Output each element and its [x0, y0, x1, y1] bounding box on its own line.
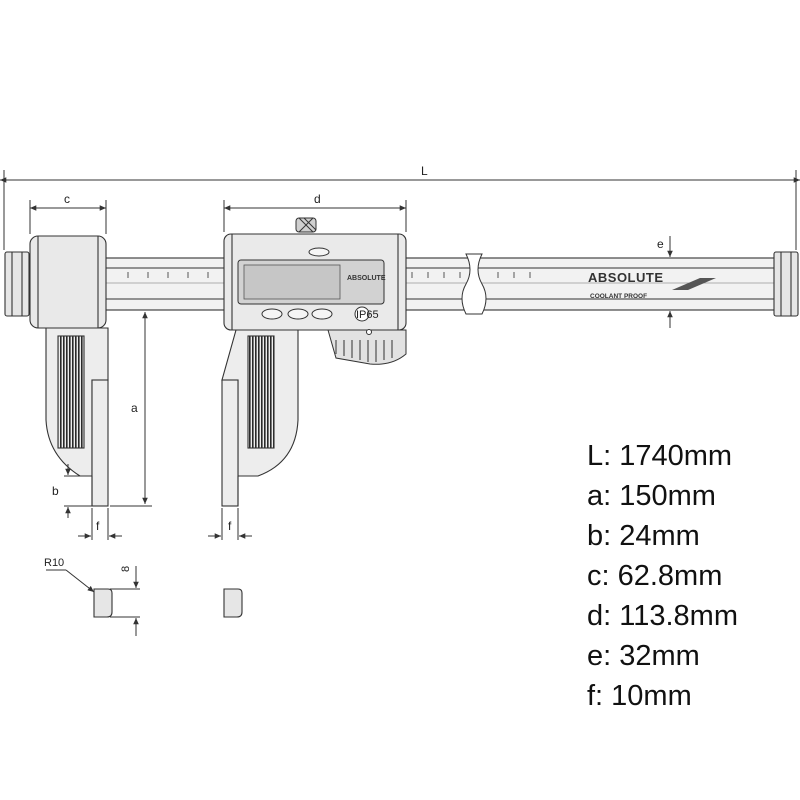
beam-brand-logo: ABSOLUTE — [588, 270, 664, 285]
spec-b: b: 24mm — [587, 520, 700, 552]
spec-L: L: 1740mm — [587, 440, 733, 472]
tip-section-left — [93, 588, 140, 618]
label-d: d — [314, 192, 321, 206]
label-f-right: f — [228, 519, 232, 533]
beam-break — [461, 253, 487, 315]
lcd-window — [243, 264, 341, 300]
label-r10: R10 — [44, 557, 64, 569]
label-e: e — [657, 237, 664, 251]
label-eight: 8 — [120, 566, 132, 572]
label-b: b — [52, 484, 59, 498]
beam-scale-ticks — [127, 272, 531, 278]
dimension-r10 — [46, 569, 95, 593]
spec-e: e: 32mm — [587, 640, 700, 672]
dimension-a — [108, 309, 152, 507]
sliding-jaw — [221, 329, 299, 507]
dimension-d — [223, 200, 407, 232]
spec-d: d: 113.8mm — [587, 600, 738, 632]
power-button — [308, 247, 330, 257]
dimension-b — [64, 464, 92, 518]
fixed-jaw — [29, 235, 109, 507]
dimension-L — [0, 170, 800, 250]
label-f-left: f — [96, 519, 100, 533]
label-L: L — [421, 164, 428, 178]
dimension-c — [29, 200, 107, 234]
label-a: a — [131, 401, 138, 415]
mode-button — [311, 308, 333, 320]
dimension-f-right — [208, 508, 252, 540]
spec-c: c: 62.8mm — [587, 560, 723, 592]
ip65-label: IP65 — [356, 309, 379, 321]
right-end-cap — [773, 251, 799, 317]
specification-list: L: 1740mm a: 150mm b: 24mm c: 62.8mm d: … — [587, 436, 738, 716]
dimension-f-left — [78, 508, 122, 540]
tip-section-right — [223, 588, 243, 618]
spec-a: a: 150mm — [587, 480, 716, 512]
fine-adjust-wheel — [327, 329, 407, 365]
left-end-cap — [4, 251, 30, 317]
thumb-knob — [295, 217, 317, 233]
label-c: c — [64, 192, 70, 206]
ip-badge — [354, 306, 370, 322]
zero-button — [261, 308, 283, 320]
display-brand-logo: ABSOLUTE — [347, 275, 386, 282]
spec-f: f: 10mm — [587, 680, 692, 712]
coolant-proof-text: COOLANT PROOF — [590, 293, 647, 300]
origin-button — [287, 308, 309, 320]
beam-hatch-mark — [672, 278, 716, 290]
